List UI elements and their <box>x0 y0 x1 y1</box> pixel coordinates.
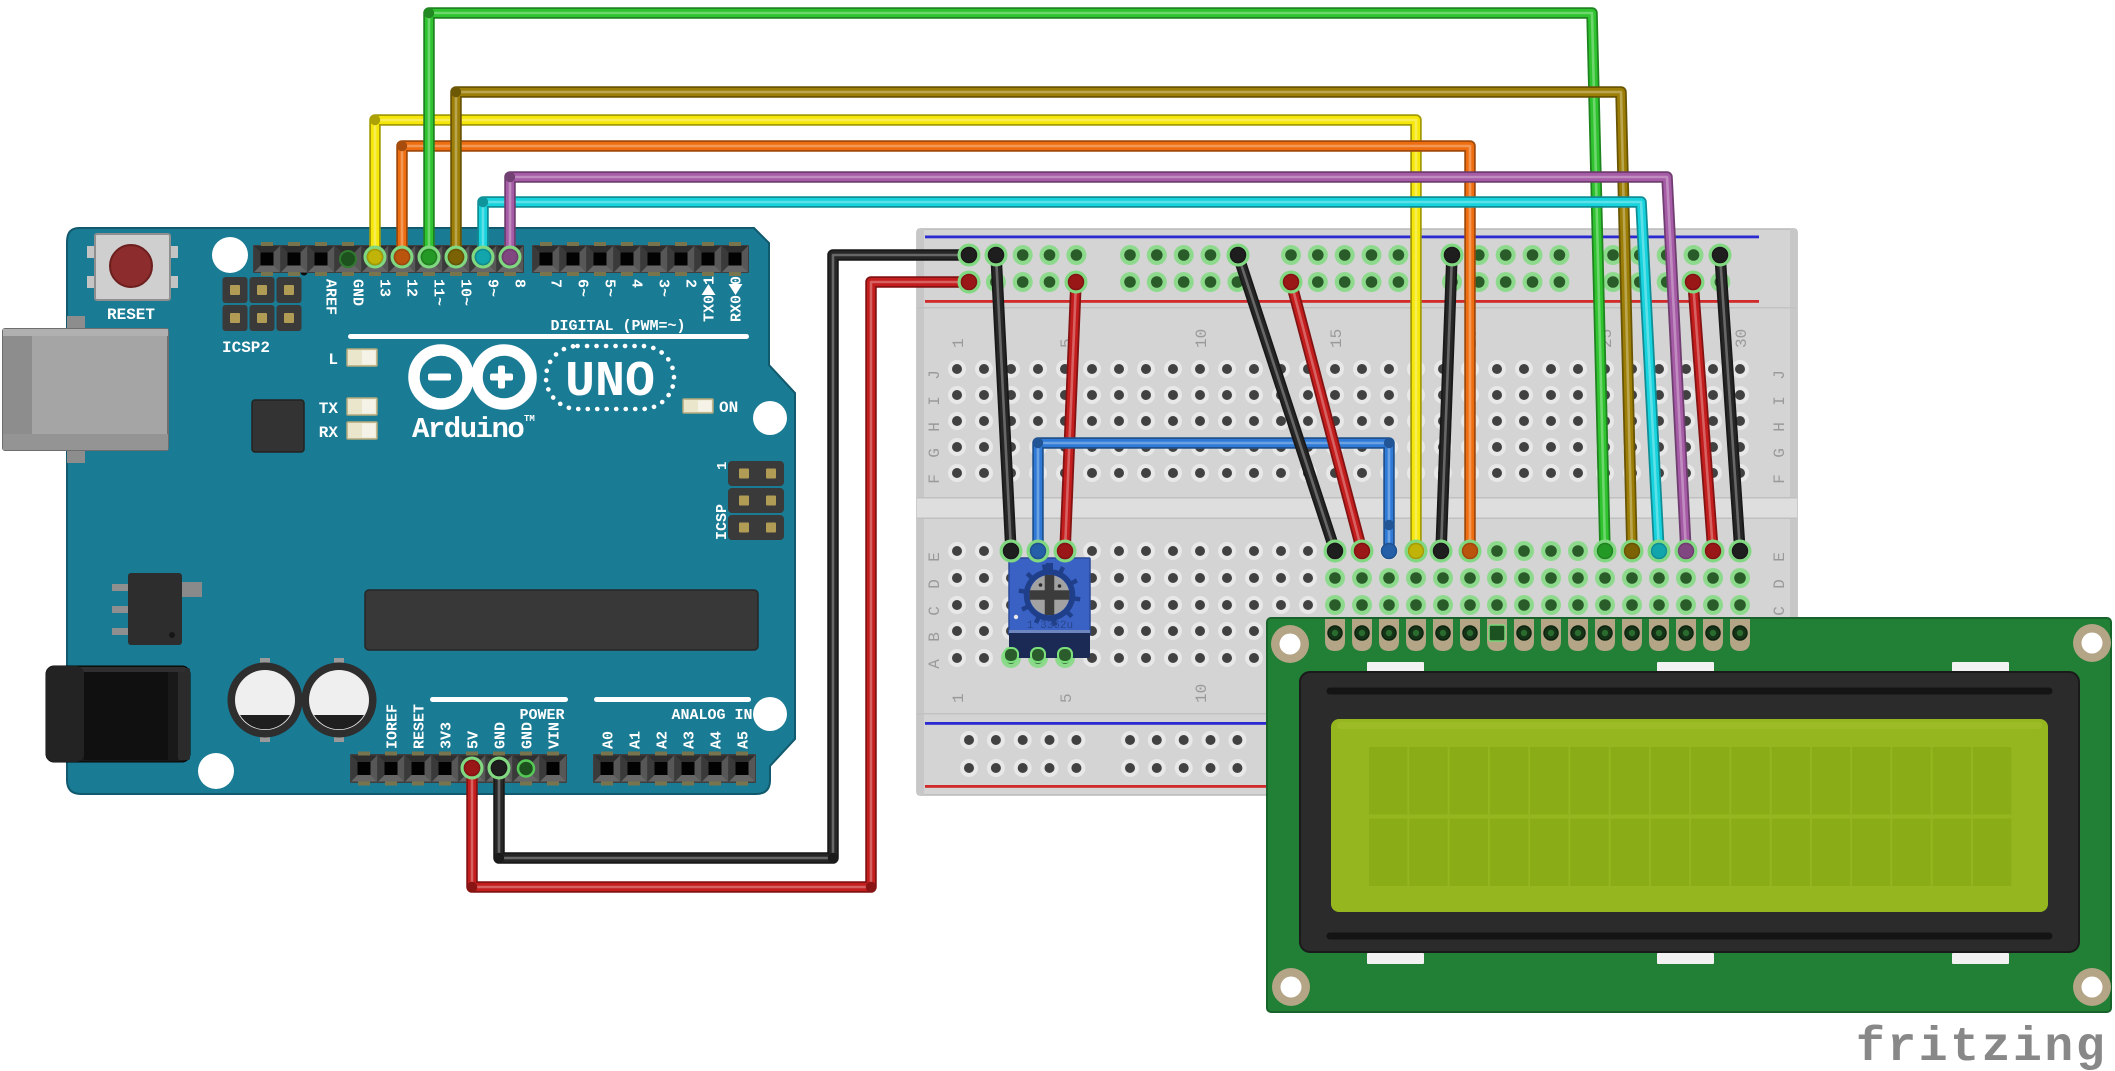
svg-text:B: B <box>926 632 944 642</box>
svg-text:4: 4 <box>628 279 645 288</box>
svg-text:VIN: VIN <box>547 722 564 749</box>
svg-text:1: 1 <box>950 693 968 703</box>
svg-text:G: G <box>1771 448 1789 458</box>
svg-text:F: F <box>926 474 944 484</box>
svg-text:GND: GND <box>520 722 537 749</box>
svg-text:1: 1 <box>950 338 968 348</box>
svg-text:D: D <box>1771 579 1789 589</box>
svg-text:5: 5 <box>1058 338 1076 348</box>
svg-text:IOREF: IOREF <box>385 704 402 749</box>
svg-text:11~: 11~ <box>430 279 447 306</box>
svg-text:GND: GND <box>493 722 510 749</box>
svg-text:A2: A2 <box>655 731 672 749</box>
svg-text:L: L <box>328 351 338 369</box>
svg-text:A5: A5 <box>736 731 753 749</box>
svg-text:UNO: UNO <box>565 354 655 411</box>
svg-text:30: 30 <box>1733 329 1751 348</box>
svg-text:H: H <box>926 422 944 432</box>
svg-text:E: E <box>1771 552 1789 562</box>
svg-text:POWER: POWER <box>519 707 564 724</box>
svg-text:I: I <box>1771 396 1789 406</box>
svg-text:TX: TX <box>319 400 339 418</box>
svg-text:1: 1 <box>702 276 719 285</box>
svg-text:TX0: TX0 <box>702 295 719 322</box>
svg-text:7: 7 <box>547 279 564 288</box>
svg-text:3V3: 3V3 <box>439 722 456 749</box>
svg-text:A4: A4 <box>709 731 726 749</box>
svg-text:fritzing: fritzing <box>1856 1021 2107 1071</box>
svg-text:3~: 3~ <box>655 279 672 297</box>
svg-text:J: J <box>926 370 944 380</box>
svg-text:15: 15 <box>1328 329 1346 348</box>
svg-text:C: C <box>1771 606 1789 616</box>
svg-text:5V: 5V <box>466 731 483 749</box>
svg-text:6~: 6~ <box>574 279 591 297</box>
svg-text:E: E <box>926 552 944 562</box>
svg-text:ANALOG IN: ANALOG IN <box>671 707 752 724</box>
svg-text:J: J <box>1771 370 1789 380</box>
svg-text:D: D <box>926 579 944 589</box>
svg-text:10: 10 <box>1193 329 1211 348</box>
svg-text:5~: 5~ <box>601 279 618 297</box>
svg-text:A0: A0 <box>601 731 618 749</box>
svg-text:ON: ON <box>719 399 738 417</box>
svg-text:10~: 10~ <box>457 279 474 306</box>
svg-text:9~: 9~ <box>484 279 501 297</box>
svg-text:A1: A1 <box>628 731 645 749</box>
svg-text:2: 2 <box>682 279 699 288</box>
svg-text:G: G <box>926 448 944 458</box>
svg-text:A: A <box>926 659 944 669</box>
svg-text:ICSP2: ICSP2 <box>222 339 270 357</box>
svg-text:ICSP: ICSP <box>714 504 731 540</box>
svg-text:Arduino: Arduino <box>412 413 524 446</box>
svg-text:10: 10 <box>1193 684 1211 703</box>
svg-text:DIGITAL (PWM=~): DIGITAL (PWM=~) <box>550 318 685 335</box>
svg-text:5: 5 <box>1058 693 1076 703</box>
svg-text:C: C <box>926 606 944 616</box>
svg-text:RESET: RESET <box>107 306 155 324</box>
svg-text:1 3362u: 1 3362u <box>1027 620 1073 632</box>
svg-text:TM: TM <box>524 414 535 424</box>
svg-text:H: H <box>1771 422 1789 432</box>
svg-text:F: F <box>1771 474 1789 484</box>
svg-text:A3: A3 <box>682 731 699 749</box>
svg-text:0: 0 <box>729 276 746 285</box>
svg-text:GND: GND <box>349 279 366 306</box>
svg-text:RESET: RESET <box>412 704 429 749</box>
svg-text:RX: RX <box>319 424 339 442</box>
svg-text:13: 13 <box>376 279 393 297</box>
svg-text:I: I <box>926 396 944 406</box>
svg-text:1: 1 <box>715 462 731 470</box>
svg-text:12: 12 <box>403 279 420 297</box>
svg-text:AREF: AREF <box>322 279 339 315</box>
svg-text:RX0: RX0 <box>729 295 746 322</box>
svg-text:8: 8 <box>511 279 528 288</box>
